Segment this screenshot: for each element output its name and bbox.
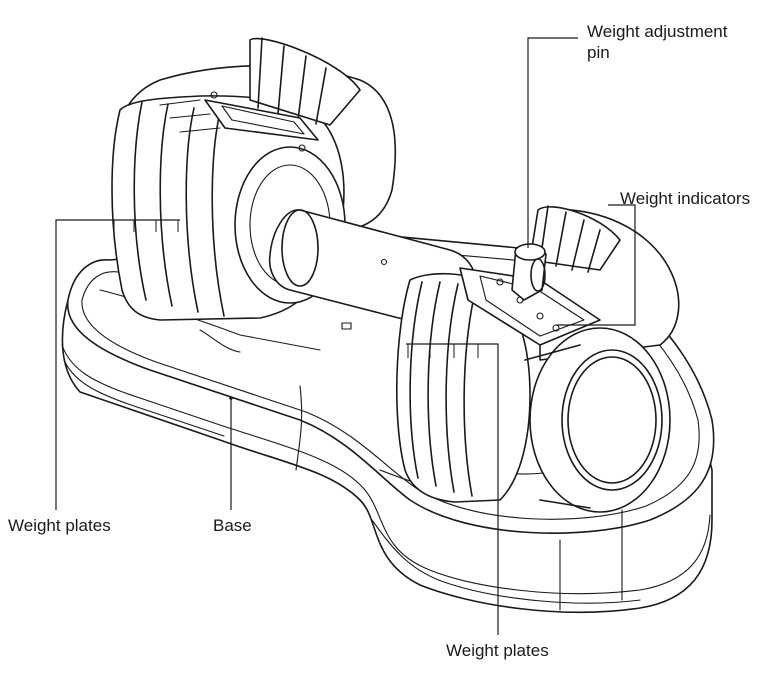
- weight-adjustment-pin: [511, 243, 547, 301]
- label-weight-adjustment-pin: Weight adjustment pin: [587, 22, 728, 62]
- label-weight-indicators: Weight indicators: [620, 189, 751, 208]
- leader-lines: [55, 37, 636, 635]
- right-dumbbell-head: [395, 205, 680, 513]
- label-weight-plates-bottom: Weight plates: [446, 641, 549, 660]
- label-weight-plates-left: Weight plates: [8, 516, 111, 535]
- label-base: Base: [213, 516, 252, 535]
